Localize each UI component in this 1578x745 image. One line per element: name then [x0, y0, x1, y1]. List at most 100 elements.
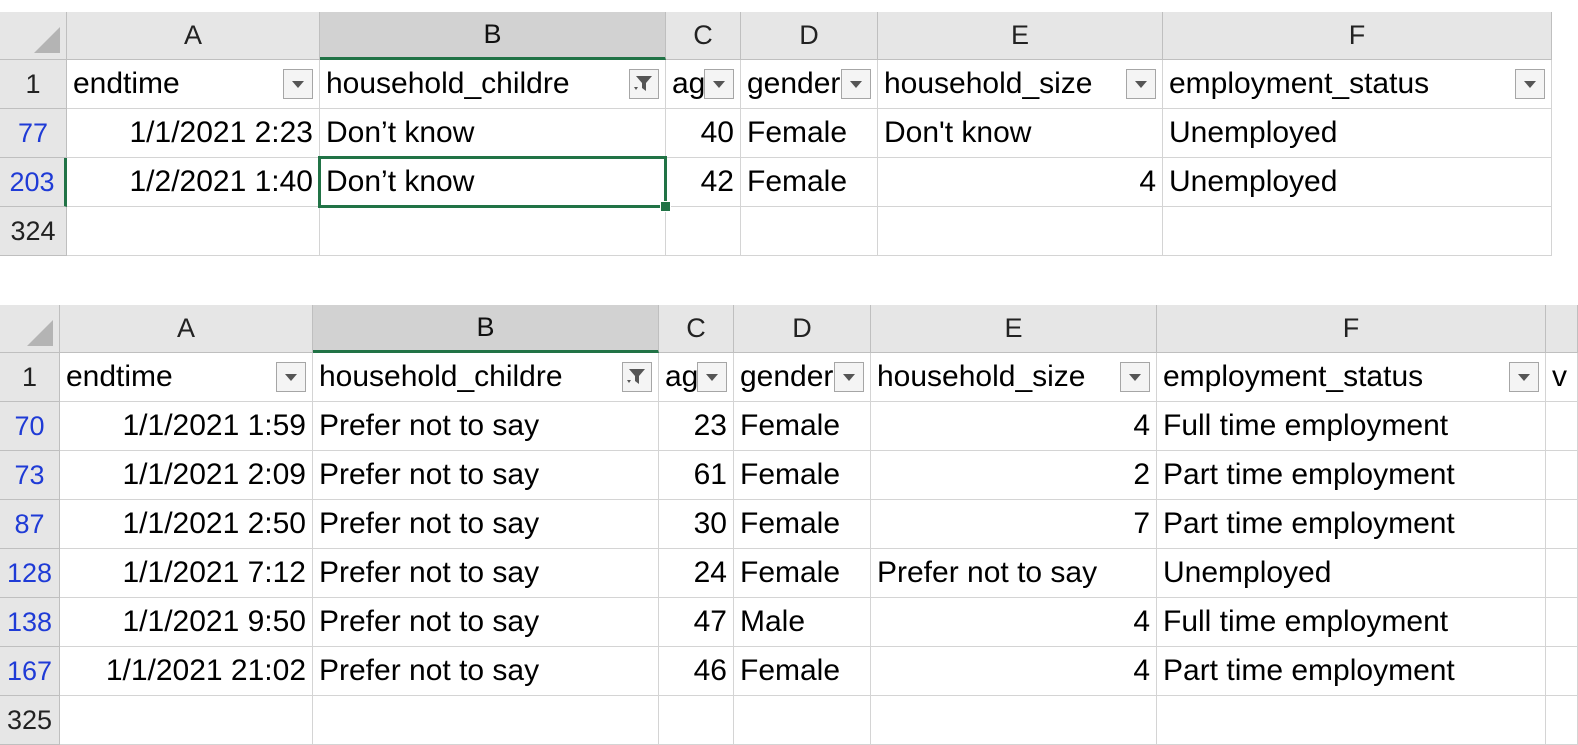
empty-cell[interactable] — [320, 207, 666, 256]
column-header-b[interactable]: B — [313, 305, 659, 353]
header-cell-employment-status[interactable]: employment_status — [1163, 60, 1552, 109]
empty-cell[interactable] — [871, 696, 1157, 745]
empty-cell[interactable] — [741, 207, 878, 256]
data-cell[interactable]: Full time employment — [1157, 598, 1546, 647]
row-header-73[interactable]: 73 — [0, 451, 60, 500]
header-cell-gender[interactable]: gender — [734, 353, 871, 402]
empty-cell[interactable] — [60, 696, 313, 745]
header-cell-household-childre[interactable]: household_childre — [313, 353, 659, 402]
extra-column-cell[interactable] — [1546, 647, 1578, 696]
column-header-a[interactable]: A — [60, 305, 313, 353]
data-cell[interactable]: 1/1/2021 1:59 — [60, 402, 313, 451]
data-cell[interactable]: Female — [734, 500, 871, 549]
data-cell[interactable]: Female — [734, 647, 871, 696]
filter-icon[interactable] — [622, 362, 652, 392]
data-cell[interactable]: Female — [734, 451, 871, 500]
data-cell[interactable]: 4 — [871, 647, 1157, 696]
column-header-f[interactable]: F — [1163, 12, 1552, 60]
row-header-77[interactable]: 77 — [0, 109, 67, 158]
data-cell[interactable]: 4 — [871, 402, 1157, 451]
extra-column-cell[interactable] — [1546, 402, 1578, 451]
data-cell[interactable]: 4 — [871, 598, 1157, 647]
empty-cell[interactable] — [313, 696, 659, 745]
data-cell[interactable]: 7 — [871, 500, 1157, 549]
select-all-corner[interactable] — [0, 305, 60, 353]
header-cell-household-size[interactable]: household_size — [871, 353, 1157, 402]
data-cell[interactable]: Don’t know — [320, 158, 666, 207]
data-cell[interactable]: Part time employment — [1157, 500, 1546, 549]
data-cell[interactable]: Don't know — [878, 109, 1163, 158]
column-header-f[interactable]: F — [1157, 305, 1546, 353]
data-cell[interactable]: Unemployed — [1163, 158, 1552, 207]
extra-column-cell[interactable] — [1546, 451, 1578, 500]
data-cell[interactable]: 4 — [878, 158, 1163, 207]
data-cell[interactable]: Prefer not to say — [313, 500, 659, 549]
header-cell-endtime[interactable]: endtime — [60, 353, 313, 402]
data-cell[interactable]: Prefer not to say — [313, 451, 659, 500]
chevron-down-icon[interactable] — [1126, 69, 1156, 99]
empty-cell[interactable] — [1163, 207, 1552, 256]
chevron-down-icon[interactable] — [1509, 362, 1539, 392]
data-cell[interactable]: 1/2/2021 1:40 — [67, 158, 320, 207]
data-cell[interactable]: Prefer not to say — [313, 549, 659, 598]
row-header-203[interactable]: 203 — [0, 158, 67, 207]
header-cell-household-size[interactable]: household_size — [878, 60, 1163, 109]
data-cell[interactable]: Unemployed — [1163, 109, 1552, 158]
extra-column-cell[interactable] — [1546, 598, 1578, 647]
extra-column-cell[interactable] — [1546, 500, 1578, 549]
data-cell[interactable]: Prefer not to say — [871, 549, 1157, 598]
chevron-down-icon[interactable] — [697, 362, 727, 392]
column-header-d[interactable]: D — [734, 305, 871, 353]
header-cell-household-childre[interactable]: household_childre — [320, 60, 666, 109]
data-cell[interactable]: 42 — [666, 158, 741, 207]
row-header-325[interactable]: 325 — [0, 696, 60, 745]
row-header-70[interactable]: 70 — [0, 402, 60, 451]
data-cell[interactable]: Full time employment — [1157, 402, 1546, 451]
empty-cell[interactable] — [659, 696, 734, 745]
chevron-down-icon[interactable] — [276, 362, 306, 392]
data-cell[interactable]: Female — [734, 402, 871, 451]
column-header-e[interactable]: E — [878, 12, 1163, 60]
header-cell-age[interactable]: age — [659, 353, 734, 402]
filter-icon[interactable] — [629, 69, 659, 99]
column-header-c[interactable]: C — [666, 12, 741, 60]
empty-cell[interactable] — [1157, 696, 1546, 745]
extra-column-cell[interactable]: v — [1546, 353, 1578, 402]
data-cell[interactable]: Unemployed — [1157, 549, 1546, 598]
data-cell[interactable]: Don’t know — [320, 109, 666, 158]
column-header-c[interactable]: C — [659, 305, 734, 353]
chevron-down-icon[interactable] — [834, 362, 864, 392]
data-cell[interactable]: Female — [734, 549, 871, 598]
data-cell[interactable]: 1/1/2021 21:02 — [60, 647, 313, 696]
data-cell[interactable]: Female — [741, 158, 878, 207]
chevron-down-icon[interactable] — [841, 69, 871, 99]
data-cell[interactable]: 24 — [659, 549, 734, 598]
row-header-1[interactable]: 1 — [0, 353, 60, 402]
header-cell-endtime[interactable]: endtime — [67, 60, 320, 109]
data-cell[interactable]: 1/1/2021 2:23 — [67, 109, 320, 158]
data-cell[interactable]: 1/1/2021 2:50 — [60, 500, 313, 549]
data-cell[interactable]: 1/1/2021 2:09 — [60, 451, 313, 500]
column-header-d[interactable]: D — [741, 12, 878, 60]
row-header-167[interactable]: 167 — [0, 647, 60, 696]
empty-cell[interactable] — [734, 696, 871, 745]
extra-column-cell[interactable] — [1546, 696, 1578, 745]
empty-cell[interactable] — [67, 207, 320, 256]
extra-column-cell[interactable] — [1546, 549, 1578, 598]
data-cell[interactable]: Prefer not to say — [313, 647, 659, 696]
chevron-down-icon[interactable] — [283, 69, 313, 99]
data-cell[interactable]: 1/1/2021 9:50 — [60, 598, 313, 647]
column-header-a[interactable]: A — [67, 12, 320, 60]
row-header-87[interactable]: 87 — [0, 500, 60, 549]
empty-cell[interactable] — [878, 207, 1163, 256]
data-cell[interactable]: 1/1/2021 7:12 — [60, 549, 313, 598]
data-cell[interactable]: Male — [734, 598, 871, 647]
header-cell-age[interactable]: age — [666, 60, 741, 109]
data-cell[interactable]: Part time employment — [1157, 451, 1546, 500]
column-header-e[interactable]: E — [871, 305, 1157, 353]
data-cell[interactable]: 23 — [659, 402, 734, 451]
data-cell[interactable]: 2 — [871, 451, 1157, 500]
data-cell[interactable]: 46 — [659, 647, 734, 696]
header-cell-employment-status[interactable]: employment_status — [1157, 353, 1546, 402]
column-header-b[interactable]: B — [320, 12, 666, 60]
